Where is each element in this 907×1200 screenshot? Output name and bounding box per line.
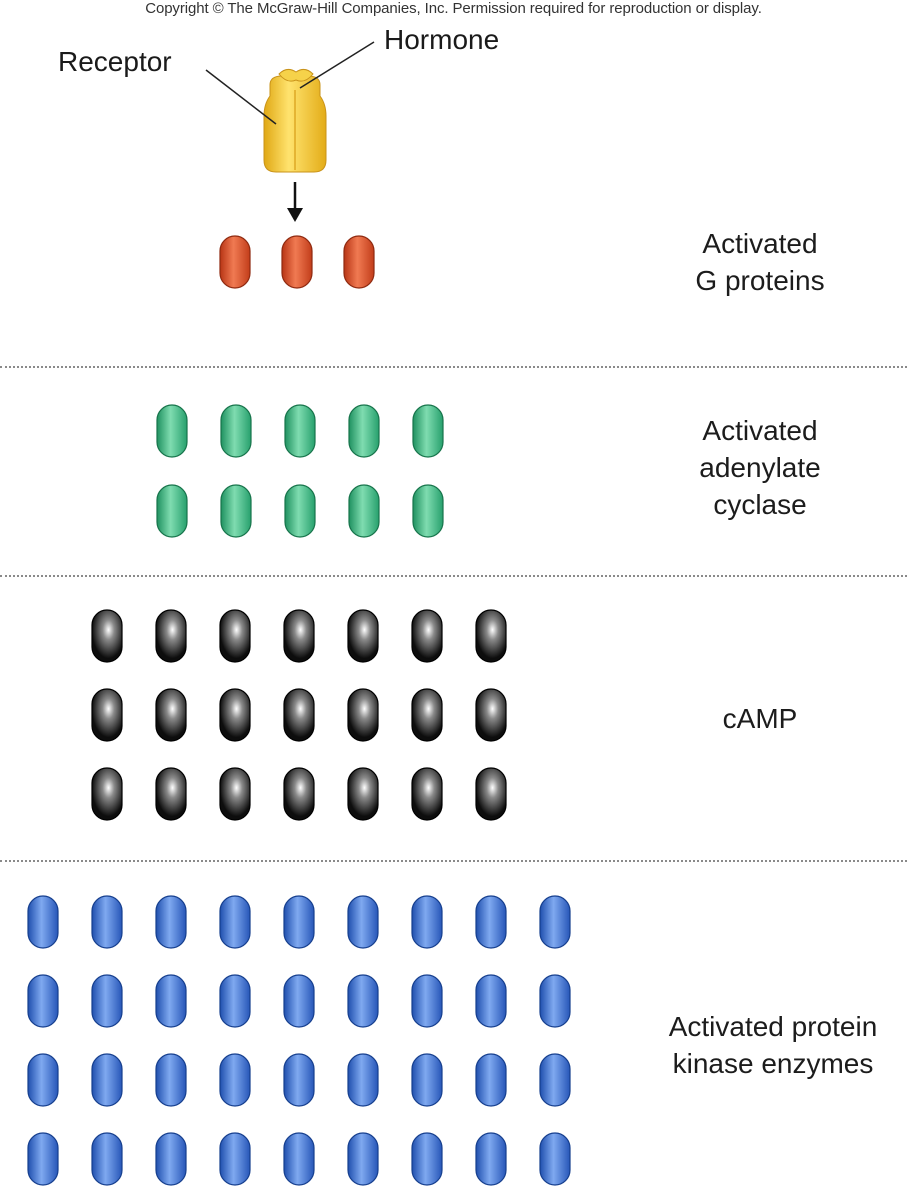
g-protein-molecule	[343, 235, 375, 289]
adenylate-cyclase-molecule	[284, 404, 316, 458]
label-line: kinase enzymes	[672, 1048, 874, 1079]
camp-molecule	[347, 767, 379, 821]
camp-molecule	[155, 609, 187, 663]
protein-kinase-molecule	[283, 1132, 315, 1186]
divider-3	[0, 860, 907, 862]
hormone-shape	[278, 68, 314, 82]
protein-kinase-molecule	[539, 895, 571, 949]
g-protein-molecule	[219, 235, 251, 289]
camp-molecule	[347, 609, 379, 663]
camp-molecule	[411, 688, 443, 742]
protein-kinase-molecule	[155, 895, 187, 949]
camp-molecule	[475, 688, 507, 742]
label-g-proteins: Activated G proteins	[640, 225, 880, 299]
receptor-label: Receptor	[58, 46, 172, 77]
protein-kinase-molecule	[155, 1132, 187, 1186]
camp-molecule	[283, 609, 315, 663]
protein-kinase-molecule	[539, 974, 571, 1028]
camp-molecule	[155, 767, 187, 821]
camp-molecule	[475, 609, 507, 663]
adenylate-cyclase-molecule	[220, 404, 252, 458]
protein-kinase-molecule	[475, 974, 507, 1028]
protein-kinase-molecule	[283, 1053, 315, 1107]
protein-kinase-molecule	[283, 895, 315, 949]
camp-molecule	[219, 688, 251, 742]
adenylate-cyclase-molecule	[412, 484, 444, 538]
protein-kinase-molecule	[475, 895, 507, 949]
g-protein-molecule	[281, 235, 313, 289]
protein-kinase-molecule	[155, 974, 187, 1028]
camp-molecule	[219, 767, 251, 821]
label-line: adenylate	[699, 452, 821, 483]
label-line: Activated	[702, 415, 818, 446]
copyright-notice: Copyright © The McGraw-Hill Companies, I…	[145, 0, 762, 17]
camp-molecule	[283, 688, 315, 742]
label-line: cAMP	[722, 703, 798, 734]
protein-kinase-molecule	[91, 974, 123, 1028]
divider-1	[0, 366, 907, 368]
receptor-shape	[263, 75, 327, 173]
protein-kinase-molecule	[219, 895, 251, 949]
label-protein-kinase: Activated protein kinase enzymes	[638, 1008, 907, 1082]
protein-kinase-molecule	[539, 1132, 571, 1186]
protein-kinase-molecule	[347, 974, 379, 1028]
label-line: cyclase	[713, 489, 807, 520]
label-line: Activated	[702, 228, 818, 259]
adenylate-cyclase-molecule	[156, 404, 188, 458]
adenylate-cyclase-molecule	[348, 404, 380, 458]
protein-kinase-molecule	[219, 1053, 251, 1107]
protein-kinase-molecule	[219, 974, 251, 1028]
protein-kinase-molecule	[475, 1053, 507, 1107]
camp-molecule	[155, 688, 187, 742]
divider-2	[0, 575, 907, 577]
camp-molecule	[411, 609, 443, 663]
molecule-grid	[27, 235, 571, 1186]
protein-kinase-molecule	[91, 895, 123, 949]
label-line: Activated protein	[668, 1011, 878, 1042]
protein-kinase-molecule	[91, 1132, 123, 1186]
camp-molecule	[475, 767, 507, 821]
label-camp: cAMP	[680, 700, 840, 737]
camp-molecule	[91, 767, 123, 821]
adenylate-cyclase-molecule	[156, 484, 188, 538]
camp-molecule	[411, 767, 443, 821]
protein-kinase-molecule	[283, 974, 315, 1028]
protein-kinase-molecule	[91, 1053, 123, 1107]
hormone-leader-line	[299, 41, 375, 89]
camp-molecule	[219, 609, 251, 663]
adenylate-cyclase-molecule	[412, 404, 444, 458]
adenylate-cyclase-molecule	[284, 484, 316, 538]
camp-molecule	[91, 688, 123, 742]
protein-kinase-molecule	[347, 1053, 379, 1107]
protein-kinase-molecule	[475, 1132, 507, 1186]
protein-kinase-molecule	[411, 1132, 443, 1186]
protein-kinase-molecule	[27, 1053, 59, 1107]
camp-molecule	[347, 688, 379, 742]
protein-kinase-molecule	[27, 895, 59, 949]
receptor-leader-line	[205, 69, 277, 125]
camp-molecule	[91, 609, 123, 663]
protein-kinase-molecule	[27, 974, 59, 1028]
label-line: G proteins	[695, 265, 825, 296]
protein-kinase-molecule	[539, 1053, 571, 1107]
protein-kinase-molecule	[411, 974, 443, 1028]
protein-kinase-molecule	[27, 1132, 59, 1186]
protein-kinase-molecule	[155, 1053, 187, 1107]
protein-kinase-molecule	[347, 1132, 379, 1186]
adenylate-cyclase-molecule	[348, 484, 380, 538]
hormone-label: Hormone	[384, 24, 500, 55]
label-adenylate-cyclase: Activated adenylate cyclase	[640, 412, 880, 523]
protein-kinase-molecule	[411, 895, 443, 949]
arrow-down	[287, 182, 303, 222]
protein-kinase-molecule	[219, 1132, 251, 1186]
adenylate-cyclase-molecule	[220, 484, 252, 538]
protein-kinase-molecule	[347, 895, 379, 949]
protein-kinase-molecule	[411, 1053, 443, 1107]
camp-molecule	[283, 767, 315, 821]
